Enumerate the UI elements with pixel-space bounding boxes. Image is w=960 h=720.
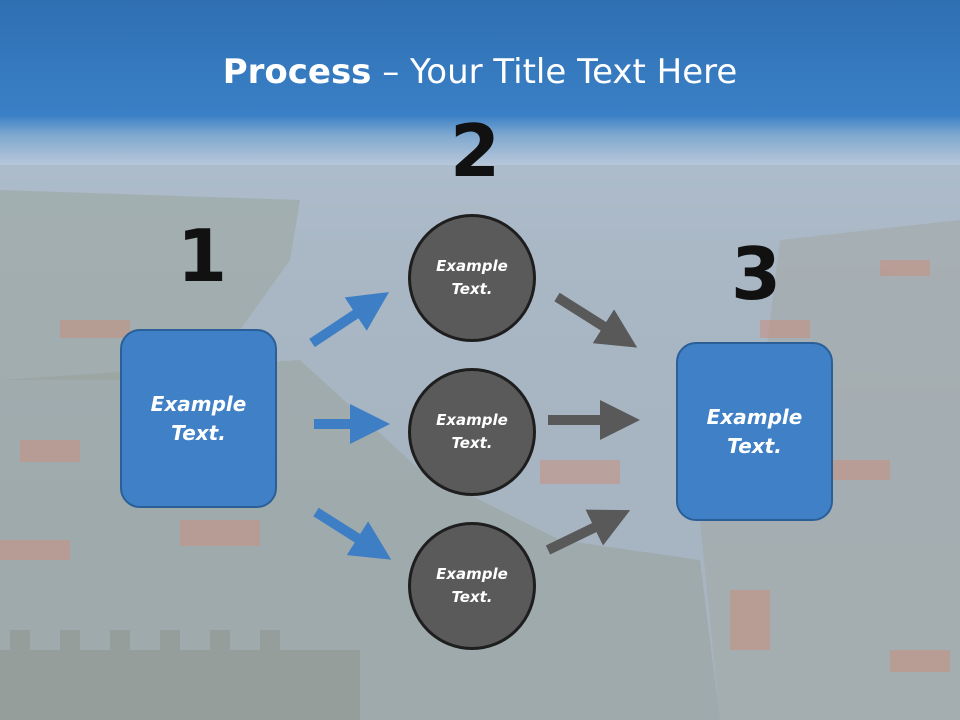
process-circle-3: Example Text. <box>408 522 536 650</box>
step-number-2: 2 <box>450 109 501 193</box>
arrow-to-circle-3 <box>313 507 392 560</box>
step-number-3: 3 <box>731 232 782 316</box>
arrow-from-circle-1 <box>554 292 638 348</box>
circle-1-text: Example Text. <box>436 257 508 298</box>
arrow-to-circle-1 <box>309 292 390 348</box>
left-box-text: Example Text. <box>150 391 247 445</box>
circle-3-text: Example Text. <box>436 565 508 606</box>
process-circle-2: Example Text. <box>408 368 536 496</box>
left-process-box: Example Text. <box>120 329 277 508</box>
title-bold: Process <box>222 52 372 92</box>
step-number-1: 1 <box>177 214 228 298</box>
slide-title: Process – Your Title Text Here <box>0 52 960 92</box>
process-circle-1: Example Text. <box>408 214 536 342</box>
arrow-from-circle-3 <box>545 509 631 555</box>
title-rest: – Your Title Text Here <box>371 52 738 92</box>
circle-2-text: Example Text. <box>436 411 508 452</box>
right-process-box: Example Text. <box>676 342 833 521</box>
right-box-text: Example Text. <box>706 404 803 458</box>
